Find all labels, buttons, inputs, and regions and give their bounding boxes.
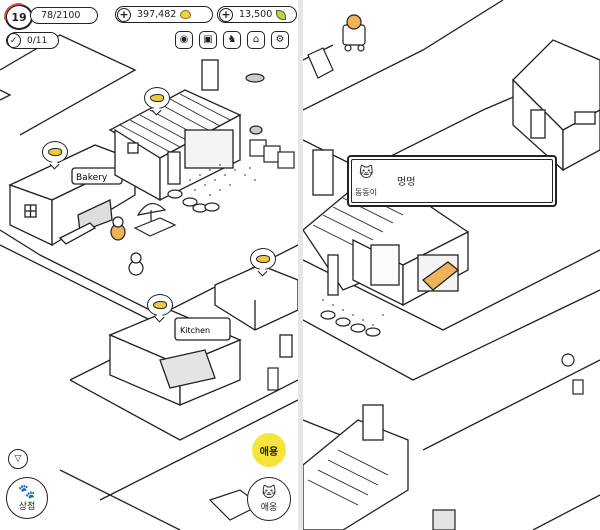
add-coins-button[interactable]: + [117,7,131,22]
corner-house [512,39,600,172]
dresser-icon[interactable]: ▣ [199,31,217,49]
collapse-button[interactable]: ▽ [8,449,28,469]
left-game-view[interactable]: Bakery [0,0,298,530]
cat-name: 동동이 [355,188,378,197]
elephant-icon[interactable]: ♞ [223,31,241,49]
fish-reward-bubble[interactable] [250,248,276,270]
hud-icon-row: ◉ ▣ ♞ ⌂ ⚙ [175,31,289,49]
fish-reward-bubble[interactable] [42,141,68,163]
town-scene-right [303,0,600,530]
town-scene-left: Bakery [0,34,298,530]
gravel-yard [189,159,256,196]
cat-house [303,149,470,307]
cat-menu-button[interactable]: 🐱 애옹 [247,477,291,521]
coin-counter[interactable]: + 397,482 [115,6,213,23]
panel-divider [298,0,303,530]
fish-icon [256,255,270,263]
add-leaves-button[interactable]: + [219,7,233,22]
bakery-building [8,144,137,247]
fish-coin-icon [180,10,192,19]
coin-amount: 397,482 [137,9,177,20]
chevron-down-icon: ▽ [14,454,22,464]
right-game-view[interactable]: 🐱 동동이 멍멍 [303,0,600,530]
shop-button[interactable]: 🐾 상점 [6,477,48,519]
stepping-stones [167,189,220,213]
fish-icon [153,301,167,309]
cat-face-icon: 🐱 [359,165,374,181]
cat-stroller [342,14,366,52]
leaf-amount: 13,500 [239,9,273,20]
fish-icon [48,148,62,156]
checkmark-icon: ✓ [6,33,21,48]
cat-info-popup[interactable]: 🐱 동동이 멍멍 [347,155,557,207]
kitchen-sign: Kitchen [180,326,210,335]
gear-icon[interactable]: ⚙ [271,31,289,49]
cat-sprites [110,73,265,276]
care-button[interactable]: 애용 [252,433,286,467]
cat-speech-text: 멍멍 [397,177,416,188]
crates [249,139,295,169]
fish-reward-bubble[interactable] [147,294,173,316]
level-badge[interactable]: 19 [4,3,33,30]
props-right [432,353,584,530]
fish-icon [150,94,164,102]
bottom-house [303,404,409,530]
leaf-icon [276,9,287,20]
leaf-counter[interactable]: + 13,500 [217,6,297,23]
cat-face-icon: 🐱 [261,484,277,501]
popup-border [351,159,553,203]
stepping-stones-right [320,310,381,337]
quest-count: 0/11 [27,35,48,46]
signboard [307,47,334,79]
house-building [108,59,242,202]
level-progress-ring [4,3,22,20]
kitchen-building [108,264,298,406]
fish-reward-bubble[interactable] [144,87,170,109]
experience-bar: 78/2100 [30,7,98,24]
paw-icon: 🐾 [18,483,36,500]
house-icon[interactable]: ⌂ [247,31,265,49]
cat-menu-label: 애옹 [260,502,278,513]
experience-text: 78/2100 [41,10,81,21]
camera-icon[interactable]: ◉ [175,31,193,49]
care-button-label: 애용 [259,446,279,458]
bakery-sign: Bakery [76,173,108,183]
umbrella-table [133,203,177,237]
quest-progress[interactable]: ✓ 0/11 [6,32,59,49]
shop-button-label: 상점 [18,501,36,512]
